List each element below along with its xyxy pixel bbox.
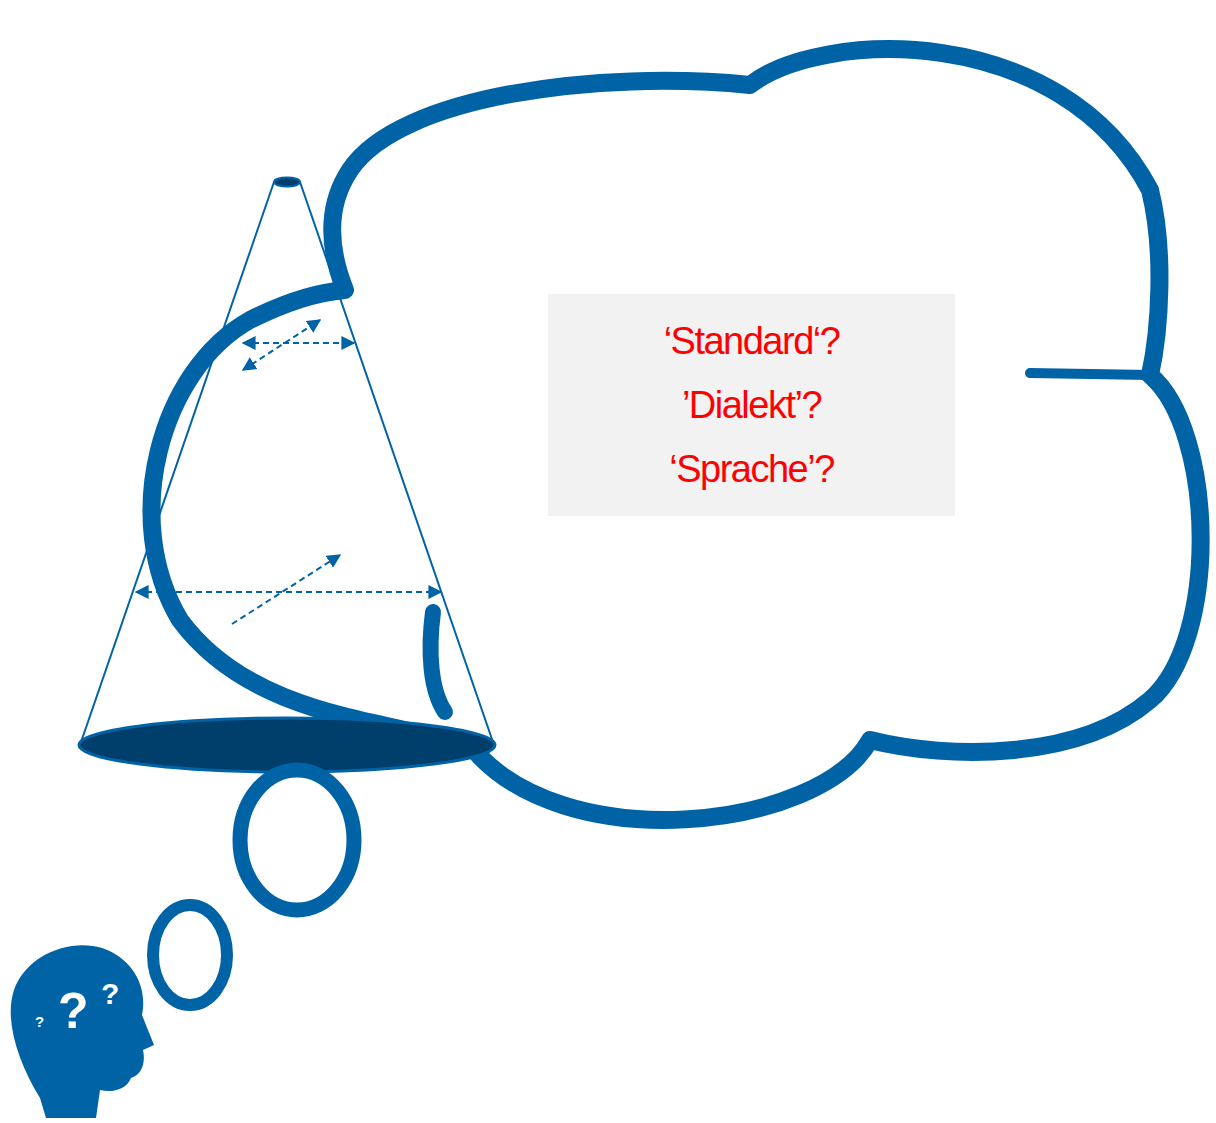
- thought-bubble: [153, 905, 227, 1005]
- cloud-curl: [431, 612, 445, 712]
- cone-figure: [80, 178, 494, 746]
- thought-bubble: [240, 770, 354, 910]
- thought-cloud: [151, 49, 1200, 820]
- thought-cloud-fill: [151, 49, 1200, 820]
- question-mark: ?: [35, 1014, 44, 1029]
- question-text: ’Dialekt’?: [682, 373, 821, 437]
- cloud-notch: [1030, 373, 1150, 375]
- head-icon: [11, 945, 154, 1118]
- question-text: ‘Standard‘?: [664, 309, 840, 373]
- question-text: ‘Sprache’?: [669, 437, 834, 501]
- question-mark: ?: [58, 986, 89, 1036]
- question-box: ‘Standard‘?’Dialekt’?‘Sprache’?: [548, 294, 955, 516]
- question-mark: ?: [101, 979, 119, 1009]
